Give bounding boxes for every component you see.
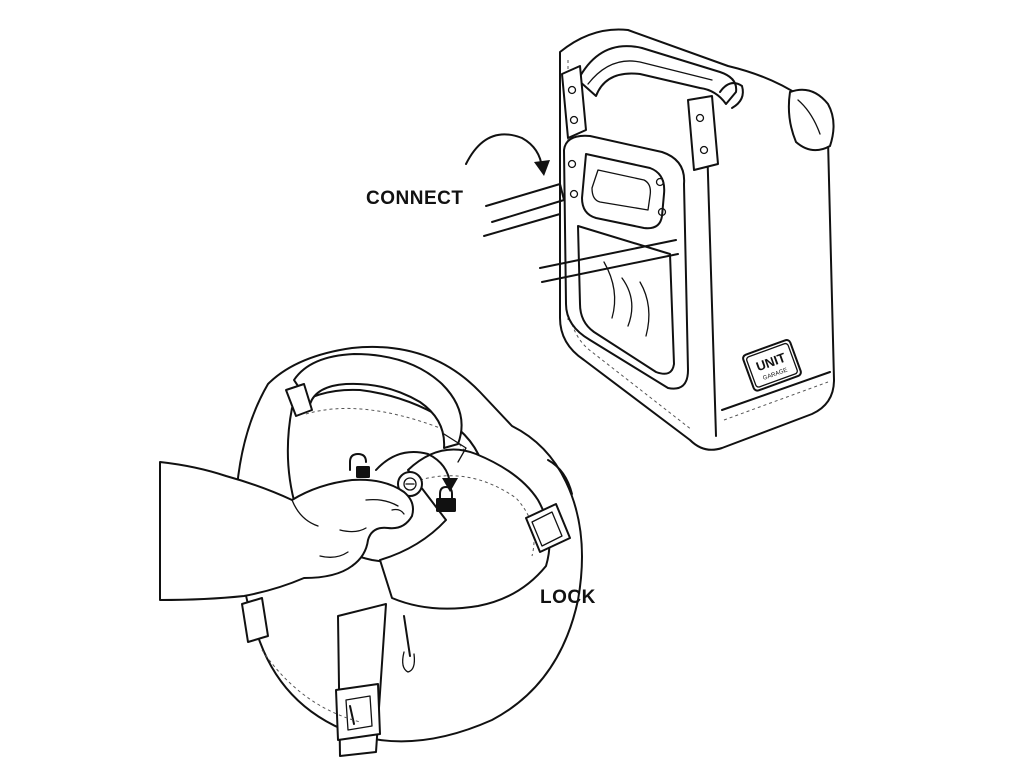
bag-top-view: [235, 345, 583, 757]
locked-padlock-icon: [436, 486, 456, 512]
lock-label: LOCK: [540, 587, 596, 608]
bag-rear-view: UNIT GARAGE: [483, 28, 835, 451]
hand-illustration: [159, 461, 414, 601]
curved-arrow-icon: [375, 451, 458, 492]
unlocked-padlock-icon: [349, 453, 370, 478]
connect-label: CONNECT: [366, 188, 464, 209]
brand-logo-patch: UNIT GARAGE: [742, 339, 802, 392]
curved-arrow-icon: [465, 133, 550, 176]
